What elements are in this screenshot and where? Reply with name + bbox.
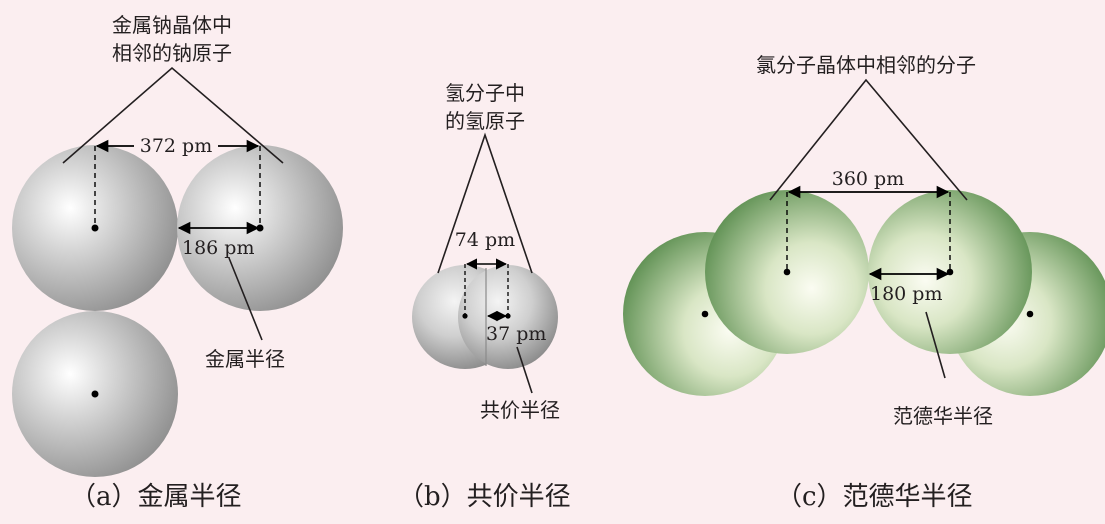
radius-label: 180 pm <box>870 283 942 305</box>
caption-b: （b）共价半径 <box>398 482 571 512</box>
atom-center-dot <box>783 268 791 276</box>
panel-b: 氢分子中 的氢原子 74 pm 37 pm 共价半径 （b）共价半径 <box>398 81 571 512</box>
top-label-line-1: 金属钠晶体中 <box>112 13 232 37</box>
radius-label: 37 pm <box>486 323 546 345</box>
caption-a: （a）金属半径 <box>70 482 242 512</box>
atom-center-dot <box>1026 310 1034 318</box>
distance-label: 372 pm <box>140 135 212 157</box>
caption-c: （c）范德华半径 <box>776 482 973 512</box>
atom-center-dot <box>701 310 709 318</box>
radius-name: 金属半径 <box>205 347 285 371</box>
top-label-line-1: 氢分子中 <box>445 81 525 105</box>
pointer-lines <box>62 66 284 164</box>
radius-name: 共价半径 <box>480 398 560 422</box>
radius-pointer <box>228 257 263 341</box>
radius-label: 186 pm <box>182 237 254 259</box>
panel-a: 金属钠晶体中 相邻的钠原子 372 pm 186 pm 金属半径 （a）金属半径 <box>12 13 343 512</box>
top-label: 氯分子晶体中相邻的分子 <box>756 53 976 77</box>
pointer-lines <box>437 132 533 274</box>
radius-name: 范德华半径 <box>893 404 993 428</box>
atom-center-dot <box>91 390 99 398</box>
top-label-line-2: 的氢原子 <box>445 109 525 133</box>
distance-label: 360 pm <box>832 168 904 190</box>
distance-label: 74 pm <box>455 229 515 251</box>
pointer-lines <box>769 78 968 201</box>
top-label-line-2: 相邻的钠原子 <box>112 41 232 65</box>
radius-pointer <box>516 346 533 394</box>
radius-pointer <box>925 311 946 379</box>
panel-c: 氯分子晶体中相邻的分子 360 pm 180 pm 范德华半径 （c）范德华半径 <box>623 53 1105 512</box>
